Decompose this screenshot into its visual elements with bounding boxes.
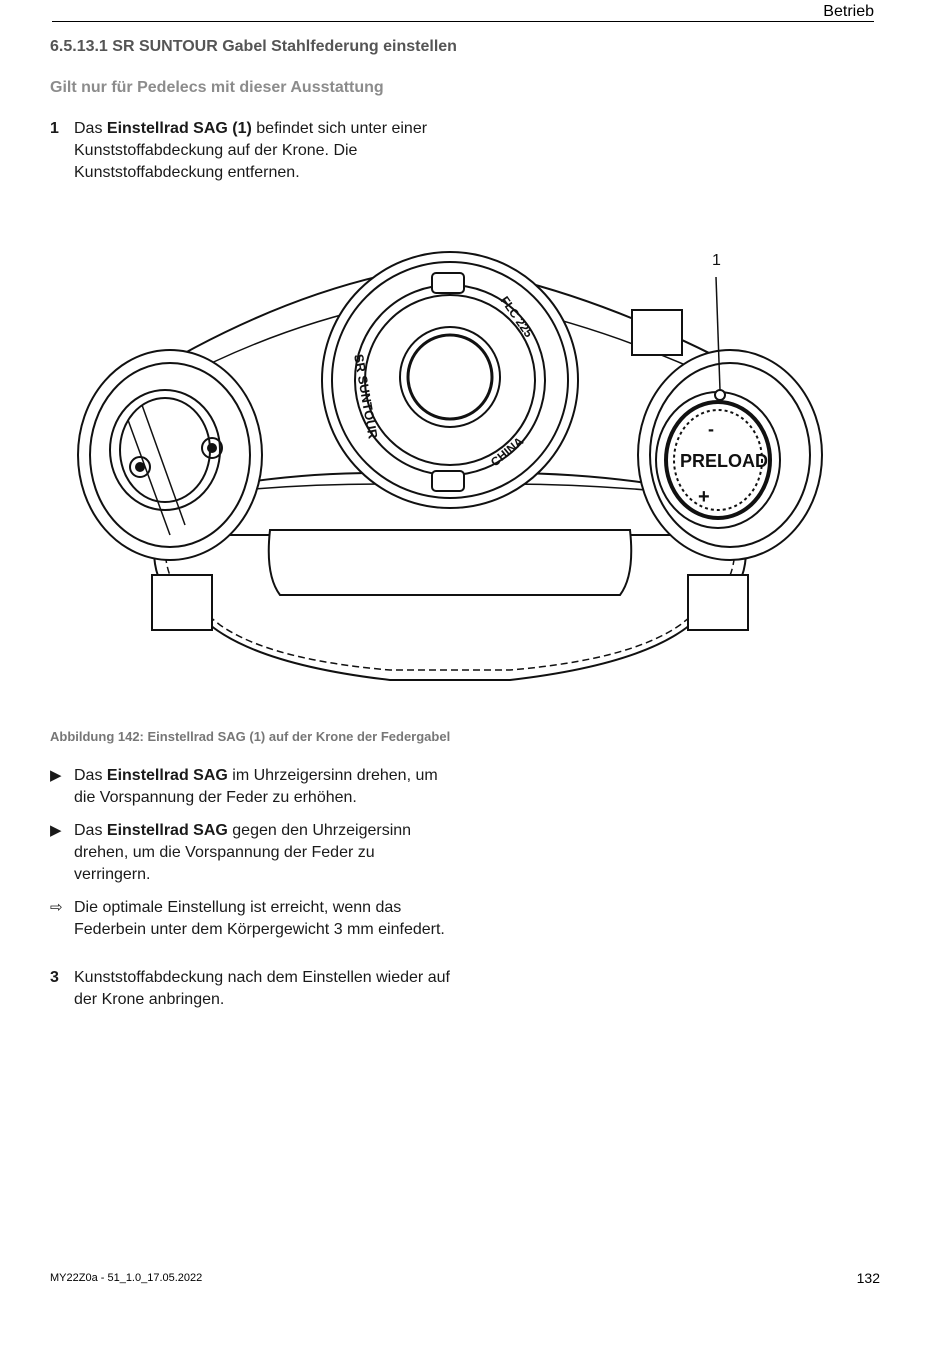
section-title: 6.5.13.1 SR SUNTOUR Gabel Stahlfederung …	[50, 38, 457, 55]
plus-icon: +	[698, 486, 710, 508]
minus-icon: -	[708, 419, 714, 439]
step-text: Kunststoffabdeckung nach dem Einstellen …	[74, 969, 450, 1008]
step-number: 3	[50, 969, 59, 986]
preload-dial-label: PRELOAD	[680, 451, 768, 471]
step-text: Das Einstellrad SAG (1) befindet sich un…	[74, 120, 428, 181]
step-1: 1 Das Einstellrad SAG (1) befindet sich …	[50, 118, 450, 184]
arrow-right-icon: ▶	[50, 822, 62, 839]
step-3: 3 Kunststoffabdeckung nach dem Einstelle…	[50, 967, 450, 1011]
section-subtitle: Gilt nur für Pedelecs mit dieser Ausstat…	[50, 79, 384, 96]
figure-callout-1: 1	[712, 252, 721, 269]
bullet-text: Die optimale Einstellung ist erreicht, w…	[74, 899, 445, 938]
header-rule	[52, 21, 874, 22]
footer-doc-id: MY22Z0a - 51_1.0_17.05.2022	[50, 1272, 203, 1284]
bullet-text: Das Einstellrad SAG im Uhrzeigersinn dre…	[74, 767, 438, 806]
arrow-right-icon: ▶	[50, 767, 62, 784]
fork-crown-figure: 1 SR SUNTOUR FLC 225 CHINA PRELOAD + -	[60, 245, 840, 705]
result-bullet: ⇨ Die optimale Einstellung ist erreicht,…	[50, 897, 450, 941]
header-section: Betrieb	[823, 3, 874, 20]
figure-caption: Abbildung 142: Einstellrad SAG (1) auf d…	[50, 729, 451, 744]
instruction-bullet-2: ▶ Das Einstellrad SAG gegen den Uhrzeige…	[50, 820, 450, 886]
fork-crown-drawing: 1 SR SUNTOUR FLC 225 CHINA PRELOAD + -	[77, 251, 823, 681]
step-number: 1	[50, 120, 59, 137]
footer-page-number: 132	[856, 1270, 880, 1286]
instruction-bullet-1: ▶ Das Einstellrad SAG im Uhrzeigersinn d…	[50, 765, 450, 809]
bullet-text: Das Einstellrad SAG gegen den Uhrzeigers…	[74, 822, 412, 883]
result-arrow-icon: ⇨	[50, 899, 63, 916]
